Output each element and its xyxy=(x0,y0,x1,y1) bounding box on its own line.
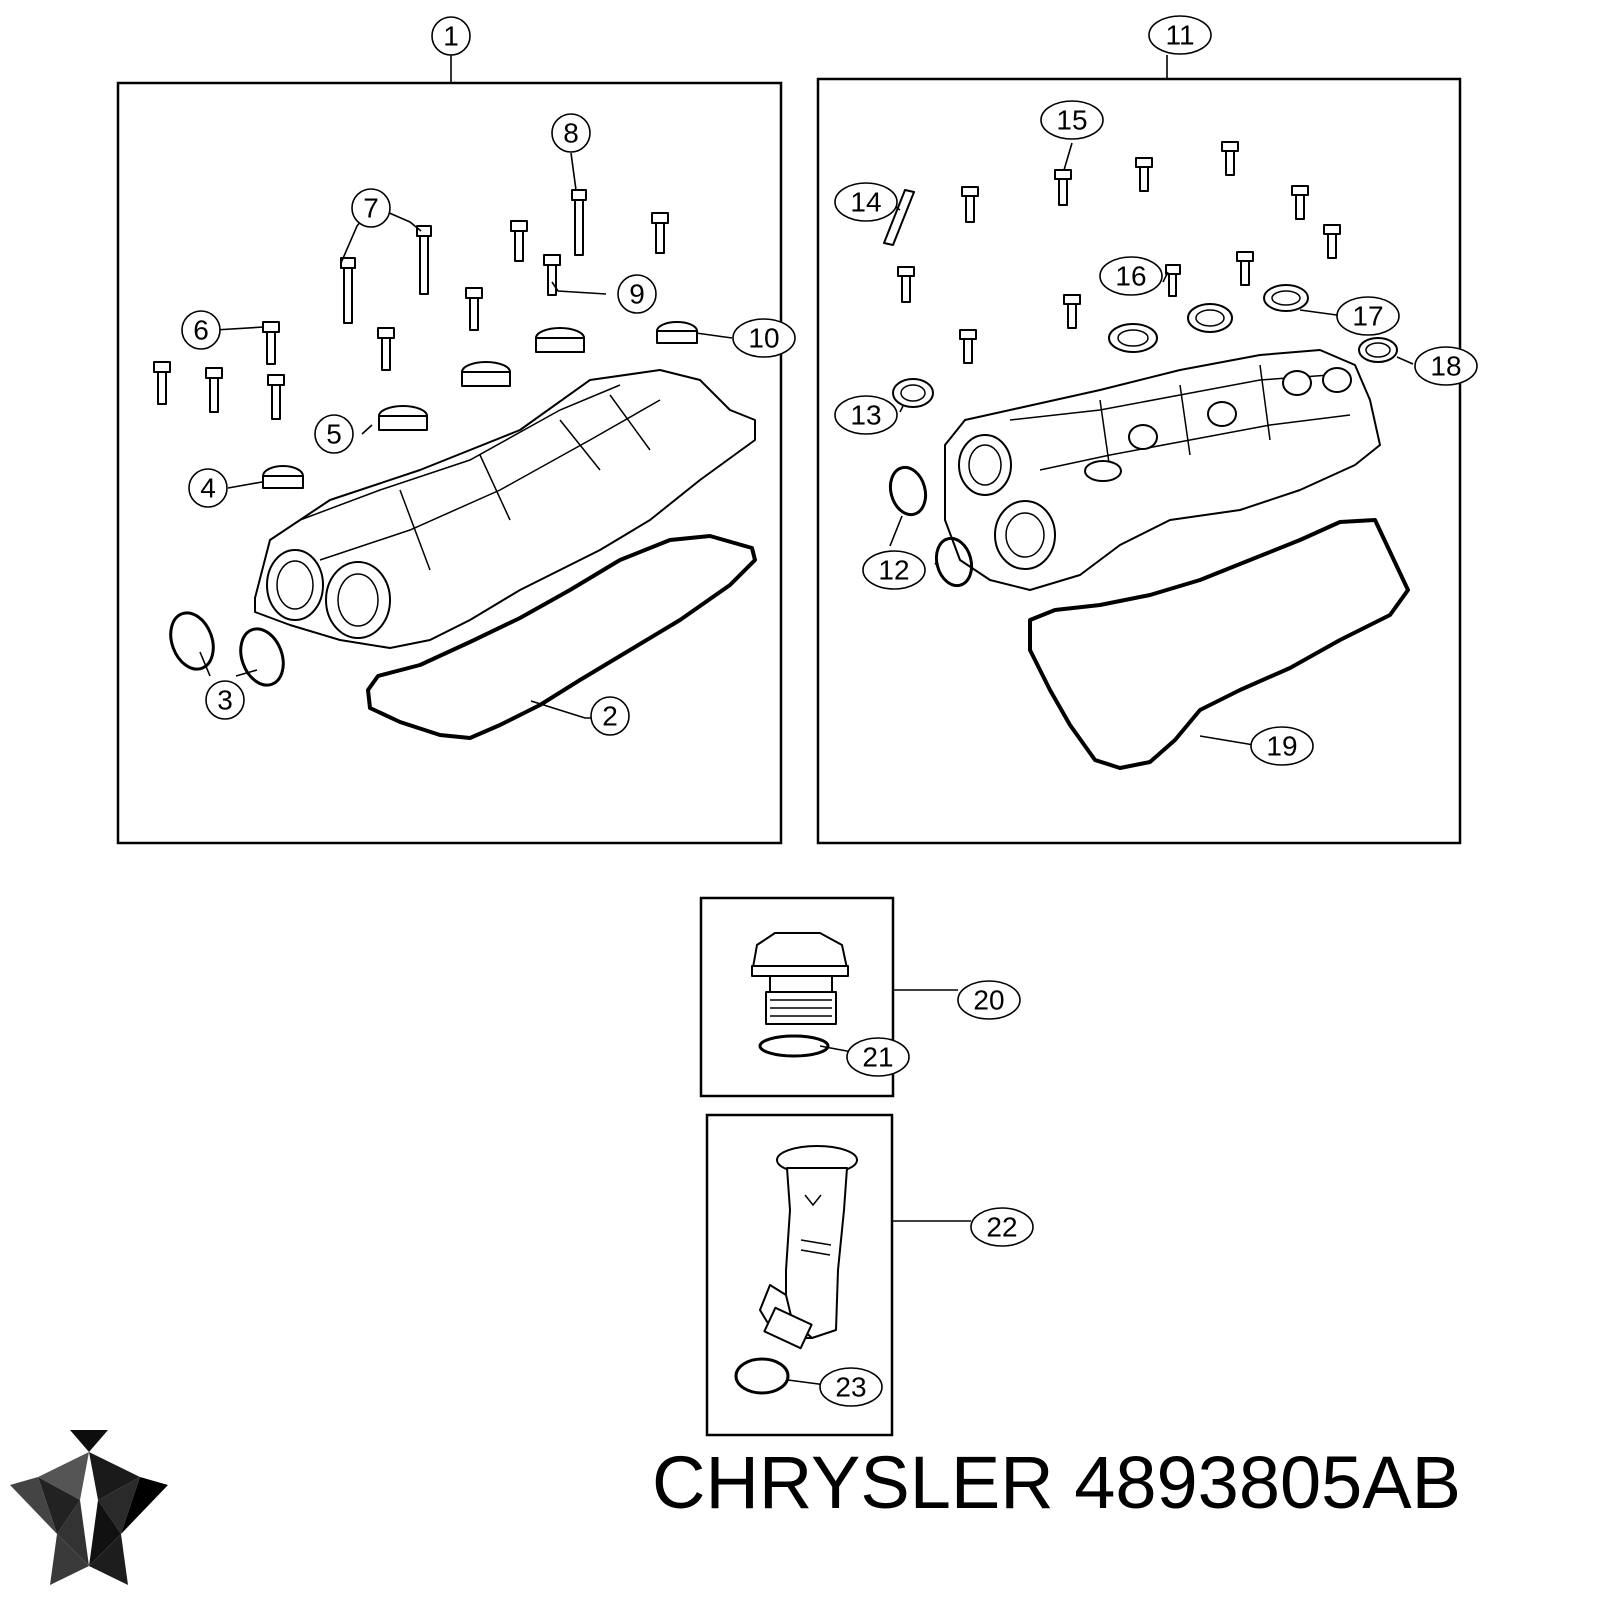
callout-23: 23 xyxy=(819,1367,883,1407)
svg-text:20: 20 xyxy=(973,985,1004,1016)
left-valve-cover xyxy=(254,369,756,649)
callout-2: 2 xyxy=(590,696,630,736)
oil-tube-o-ring xyxy=(734,1357,790,1395)
svg-text:3: 3 xyxy=(217,685,233,716)
callout-18: 18 xyxy=(1414,346,1478,386)
svg-text:21: 21 xyxy=(862,1042,893,1073)
pentastar-logo xyxy=(10,1430,168,1585)
svg-text:10: 10 xyxy=(748,323,779,354)
oil-fill-cap xyxy=(751,932,849,1025)
callout-10: 10 xyxy=(732,318,796,358)
svg-text:13: 13 xyxy=(850,400,881,431)
svg-text:17: 17 xyxy=(1352,301,1383,332)
svg-text:8: 8 xyxy=(563,118,579,149)
left-bolts xyxy=(153,189,669,420)
callout-3: 3 xyxy=(205,680,245,720)
right-valve-cover xyxy=(944,349,1381,591)
svg-text:18: 18 xyxy=(1430,351,1461,382)
callout-11: 11 xyxy=(1148,15,1212,55)
oil-cap-frame xyxy=(699,896,895,1098)
left-o-rings xyxy=(169,611,285,687)
svg-text:4: 4 xyxy=(200,473,216,504)
callout-4: 4 xyxy=(188,468,228,508)
callout-6: 6 xyxy=(181,310,221,350)
callout-19: 19 xyxy=(1250,726,1314,766)
callout-22: 22 xyxy=(970,1207,1034,1247)
callout-1: 1 xyxy=(431,16,471,56)
oil-cap-o-ring xyxy=(758,1034,830,1058)
svg-text:19: 19 xyxy=(1266,731,1297,762)
callout-21: 21 xyxy=(846,1037,910,1077)
callout-13: 13 xyxy=(834,395,898,435)
callout-20: 20 xyxy=(957,980,1021,1020)
callout-9: 9 xyxy=(617,274,657,314)
svg-text:14: 14 xyxy=(850,187,881,218)
svg-text:7: 7 xyxy=(363,193,379,224)
svg-text:11: 11 xyxy=(1165,20,1194,51)
callout-15: 15 xyxy=(1040,100,1104,140)
svg-text:22: 22 xyxy=(986,1212,1017,1243)
left-seals xyxy=(262,321,698,489)
callout-7: 7 xyxy=(351,188,391,228)
right-bolts xyxy=(883,141,1341,364)
callout-8: 8 xyxy=(551,113,591,153)
svg-text:9: 9 xyxy=(629,279,645,310)
brand-caption: CHRYSLER 4893805AB xyxy=(652,1440,1461,1525)
svg-text:12: 12 xyxy=(878,555,909,586)
oil-tube-frame xyxy=(705,1113,894,1437)
leader-lines xyxy=(199,55,1414,1386)
callout-14: 14 xyxy=(834,182,898,222)
left-cover-frame xyxy=(116,81,783,845)
svg-text:23: 23 xyxy=(835,1372,866,1403)
svg-text:2: 2 xyxy=(602,701,618,732)
svg-text:5: 5 xyxy=(326,419,342,450)
right-cover-frame xyxy=(816,77,1462,845)
callout-5: 5 xyxy=(314,414,354,454)
part-number: 4893805AB xyxy=(1074,1441,1462,1524)
svg-text:1: 1 xyxy=(443,21,459,52)
left-cover-gasket xyxy=(366,534,757,740)
right-seals xyxy=(892,284,1398,408)
callout-12: 12 xyxy=(862,550,926,590)
brand-name: CHRYSLER xyxy=(652,1441,1054,1524)
oil-fill-tube xyxy=(759,1145,858,1350)
svg-text:16: 16 xyxy=(1115,261,1146,292)
svg-text:15: 15 xyxy=(1056,105,1087,136)
callout-16: 16 xyxy=(1099,256,1163,296)
svg-text:6: 6 xyxy=(193,315,209,346)
right-cover-gasket xyxy=(1028,518,1410,770)
callout-17: 17 xyxy=(1336,296,1400,336)
